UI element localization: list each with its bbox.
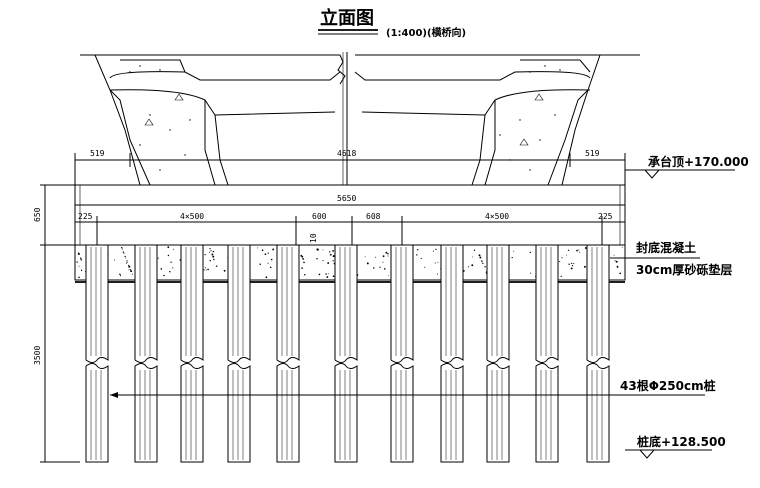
sand-layer-label: 30cm厚砂砾垫层 (636, 262, 732, 277)
pile (586, 244, 610, 463)
pile (85, 244, 109, 463)
pile (486, 244, 510, 463)
pier-outline (80, 52, 640, 186)
seal-concrete-label: 封底混凝土 (636, 240, 696, 255)
dim-cap-total: 5650 (337, 194, 356, 203)
pier-dimension-line (74, 153, 626, 190)
dim-edge-left: 225 (78, 212, 93, 221)
dim-spacing-left: 4×500 (180, 212, 204, 221)
pile (180, 244, 204, 463)
pile (390, 244, 414, 463)
pile-bottom-label: 桩底+128.500 (637, 434, 726, 449)
dim-spacing-right: 4×500 (485, 212, 509, 221)
pile (334, 244, 358, 463)
cap-top-label: 承台顶+170.000 (648, 154, 749, 169)
dim-pier-right: 519 (585, 149, 600, 158)
dim-center-left: 600 (312, 212, 327, 221)
pile (535, 244, 559, 463)
cap-top-marker (625, 169, 735, 179)
vertical-dimension-line (40, 184, 80, 463)
dim-pier-left: 519 (90, 149, 105, 158)
dim-cap-height: 650 (33, 207, 42, 222)
pile (227, 244, 251, 463)
pile (440, 244, 464, 463)
dim-pier-total: 4618 (337, 149, 356, 158)
dim-edge-right: 225 (598, 212, 613, 221)
pile (276, 244, 300, 463)
spacing-dimension-line (75, 216, 625, 245)
dim-pile-length: 3500 (33, 346, 42, 365)
pile-row-arrow (110, 392, 705, 398)
piles-label: 43根Φ250cm桩 (620, 378, 716, 393)
pile-group (85, 244, 610, 463)
scale-note: (1:400)(横桥向) (386, 26, 466, 39)
pile (134, 244, 158, 463)
dim-center-right: 608 (366, 212, 381, 221)
drawing-title: 立面图 (320, 7, 374, 29)
dim-seal-thickness: 10 (309, 233, 318, 243)
pile-bottom-marker (625, 449, 712, 459)
